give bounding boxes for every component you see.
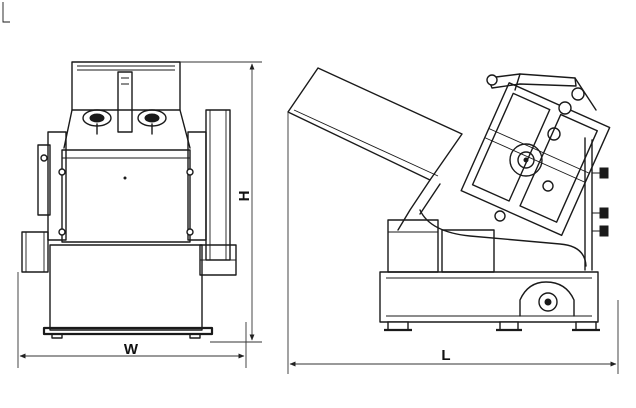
front-outlet	[21, 231, 49, 273]
front-main-body	[61, 149, 191, 243]
height-label: H	[236, 191, 253, 202]
side-feed-chute	[287, 67, 463, 181]
front-view	[21, 61, 237, 339]
front-hopper	[71, 61, 181, 111]
side-motor-box	[387, 219, 439, 273]
width-dimension: W	[17, 272, 247, 368]
corner-mark	[2, 2, 10, 23]
length-dimension: L	[287, 112, 619, 374]
side-gear	[509, 143, 543, 177]
side-base	[379, 271, 599, 323]
front-base	[49, 244, 203, 331]
side-top-arm	[487, 73, 577, 89]
right-handwheel	[137, 109, 167, 135]
length-label: L	[441, 347, 450, 364]
front-chute	[117, 71, 133, 133]
side-view	[287, 67, 611, 332]
left-handwheel	[82, 109, 112, 135]
side-rolling-head	[460, 82, 611, 237]
width-label: W	[124, 341, 139, 358]
height-dimension: H	[180, 61, 262, 343]
